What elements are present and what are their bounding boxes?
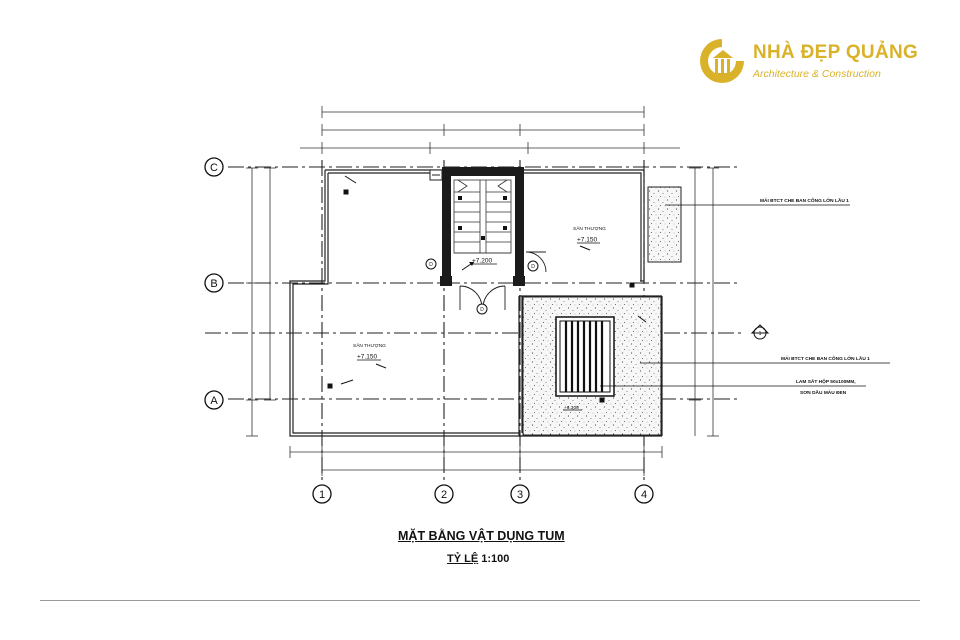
footer-divider — [40, 600, 920, 601]
brand-logo: NHÀ ĐẸP QUẢNG Architecture & Constructio… — [697, 36, 937, 86]
svg-text:C: C — [210, 162, 218, 174]
dimension-lines-right — [689, 167, 719, 437]
note-louver-line2: SƠN DẦU MÀU ĐEN — [800, 389, 847, 396]
brand-tagline: Architecture & Construction — [753, 68, 881, 80]
slab-outline — [289, 169, 663, 437]
brand-name: NHÀ ĐẸP QUẢNG — [753, 42, 919, 63]
grid-bubble-col-1: 1 — [312, 484, 332, 504]
note-canopy-bottom: MÁI BTCT CHE BAN CÔNG LỚN LẦU 1 — [781, 354, 870, 362]
grid-bubble-row-a: A — [204, 390, 224, 410]
svg-text:2: 2 — [441, 489, 447, 501]
drawing-title: MẶT BẰNG VẬT DỤNG TUM — [398, 529, 565, 543]
grid-bubble-col-4: 4 — [634, 484, 654, 504]
steel-louver-grille — [555, 316, 615, 397]
house-pillar-logo-icon — [700, 39, 744, 83]
level-arrow-markers — [327, 175, 647, 403]
dimension-lines-top — [300, 106, 680, 154]
svg-text:1: 1 — [319, 489, 325, 501]
room-name-right: SÂN THƯỢNG — [573, 225, 606, 232]
svg-text:D: D — [480, 307, 484, 313]
svg-text:A: A — [210, 395, 218, 407]
drawing-scale: TỶ LỆ 1:100 — [447, 553, 509, 565]
scale-label: TỶ LỆ — [447, 553, 479, 565]
canopy-slab-right-top — [647, 186, 682, 263]
note-canopy-top: MÁI BTCT CHE BAN CÔNG LỚN LẦU 1 — [760, 196, 849, 204]
door-tag-bottom: D — [476, 303, 488, 315]
stair-level: +7.200 — [472, 258, 492, 265]
grid-bubble-col-2: 2 — [434, 484, 454, 504]
note-louver-line1: LAM SẮT HỘP 50x100MM, — [796, 377, 856, 385]
svg-text:D: D — [429, 262, 433, 268]
svg-text:D: D — [531, 264, 535, 270]
grid-bubble-row-b: B — [204, 273, 224, 293]
grid-bubble-col-3: 3 — [510, 484, 530, 504]
stair-core — [429, 167, 525, 286]
svg-text:4: 4 — [641, 489, 647, 501]
svg-text:3: 3 — [517, 489, 523, 501]
door-swings — [459, 251, 547, 310]
dimension-lines-left — [246, 167, 276, 437]
dimension-lines-bottom — [289, 446, 663, 476]
svg-text:1: 1 — [759, 331, 762, 337]
room-name-left: SÂN THƯỢNG — [353, 342, 386, 349]
room-level-left: +7.150 — [357, 354, 377, 361]
grid-bubble-row-c: C — [204, 157, 224, 177]
roof-level: +6.300 — [564, 405, 579, 411]
note-leaders — [600, 204, 890, 387]
room-level-right: +7.150 — [577, 237, 597, 244]
door-tag-right: D — [527, 260, 539, 272]
svg-text:B: B — [210, 278, 217, 290]
section-mark: 1 — [750, 324, 770, 340]
door-tag-left: D — [425, 258, 437, 270]
scale-value: 1:100 — [481, 553, 510, 565]
